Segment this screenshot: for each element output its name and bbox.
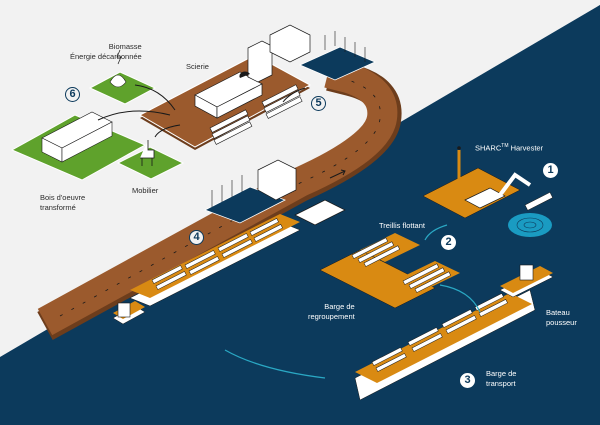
furniture-label: Mobilier xyxy=(132,186,159,195)
lumber-plot xyxy=(10,111,147,181)
cabin-icon xyxy=(519,264,534,281)
transport-barge-label: Barge de transport xyxy=(486,369,516,388)
biomass-label-line2: Énergie décarbonnée xyxy=(70,51,142,61)
transport-barge-label-line1: Barge de xyxy=(486,369,517,378)
road-direction-arrow-icon xyxy=(329,169,346,179)
step-badge-6: 6 xyxy=(65,87,80,102)
transport-barge-label-line2: transport xyxy=(486,378,516,388)
biomass-plot xyxy=(88,49,157,105)
shore-loading-dock xyxy=(204,159,346,226)
furniture-plot xyxy=(116,140,185,180)
pusher-boat-label: Bateau pousseur xyxy=(546,308,577,327)
grouping-barge-label-line2: regroupement xyxy=(308,311,355,321)
land-flow-arrows xyxy=(97,84,306,138)
transport-barge xyxy=(354,264,554,401)
sawmill-label: Scierie xyxy=(186,62,209,71)
step-badge-4: 4 xyxy=(189,230,204,245)
step-badge-3: 3 xyxy=(460,373,475,388)
sawmill-platform xyxy=(138,40,312,150)
lumber-label-line2: transformé xyxy=(40,202,76,212)
lightning-icon xyxy=(116,49,122,65)
step-badge-1: 1 xyxy=(543,163,558,178)
lumber-label-line1: Bois d'oeuvre xyxy=(40,193,86,202)
road xyxy=(37,58,402,341)
lumber-label: Bois d'oeuvre transformé xyxy=(40,193,85,212)
floating-lattice-label: Treillis flottant xyxy=(379,221,425,230)
biomass-label: Biomasse Énergie décarbonnée xyxy=(70,42,142,61)
step-badge-2: 2 xyxy=(441,235,456,250)
truck-icon xyxy=(269,24,311,63)
chair-icon xyxy=(140,140,155,166)
step-badge-5: 5 xyxy=(311,96,326,111)
harvester-label-tm: TM xyxy=(501,143,509,149)
shore-barge xyxy=(112,214,301,325)
pusher-boat-label-line2: pousseur xyxy=(546,317,577,327)
biomass-label-line1: Biomasse xyxy=(108,42,142,51)
cabin-icon xyxy=(117,302,131,318)
log-truck-top xyxy=(269,24,376,81)
harvester-label-suffix: Harvester xyxy=(508,143,544,153)
grouping-barge-label: Barge de regroupement xyxy=(308,302,355,321)
pusher-boat-label-line1: Bateau xyxy=(546,308,570,317)
water-flow-arrows xyxy=(224,224,481,379)
grouping-barge xyxy=(319,233,460,309)
harvester-label-name: SHARC xyxy=(475,143,502,153)
tree-leaves-icon xyxy=(109,74,127,88)
excavator-icon xyxy=(294,199,346,226)
harvester-label: SHARCTM Harvester xyxy=(475,142,543,153)
ripple xyxy=(508,213,552,237)
harvester-platform xyxy=(422,146,554,237)
grouping-barge-label-line1: Barge de xyxy=(324,302,355,311)
